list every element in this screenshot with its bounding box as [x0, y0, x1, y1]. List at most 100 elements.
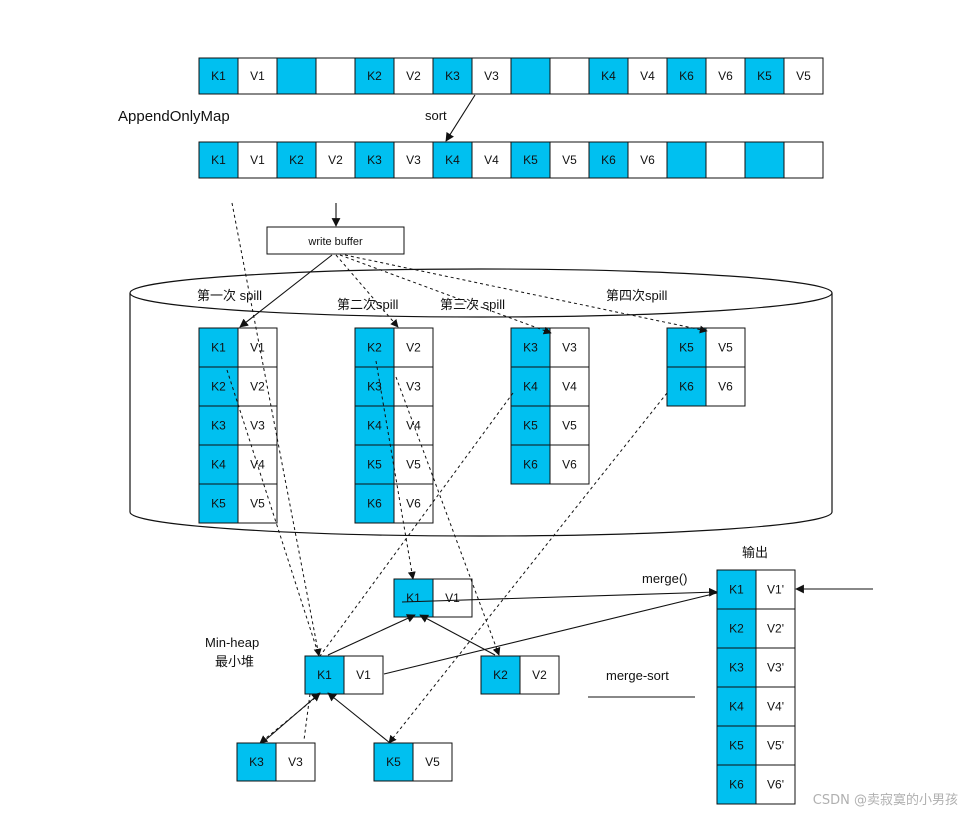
- write-buffer-label: write buffer: [307, 236, 363, 248]
- sorted-array-value-cell: [471, 141, 512, 179]
- heap-node-1-cell-label: V1: [445, 591, 460, 605]
- spill3-arrow: [339, 254, 552, 335]
- dash-spill2-k3: [395, 376, 501, 656]
- top-array-key-cell: [744, 57, 785, 95]
- top-array-key-cell: [666, 57, 707, 95]
- spill2-cell-label: V4: [406, 419, 421, 433]
- output-row-1-key-cell: [716, 569, 757, 610]
- spill2-cell-label: K3: [367, 380, 382, 394]
- output-row-5-cell-label: K5: [729, 739, 744, 753]
- dash-spill4: [388, 392, 668, 744]
- sorted-array-cell-label: K3: [367, 153, 382, 167]
- spill2-value-cell: [393, 405, 434, 446]
- heap-node-3-cell-label: K2: [493, 668, 508, 682]
- heap-node-2-key-cell: [304, 655, 345, 695]
- output-row-3-value-cell: [755, 647, 796, 688]
- dash-heap-k3: [259, 693, 321, 744]
- sort-label: sort: [425, 108, 447, 123]
- heap-node-5-value-cell: [412, 742, 453, 782]
- spill2-cell-label: K5: [367, 458, 382, 472]
- top-array-key-cell: [198, 57, 239, 95]
- sorted-array-cell-label: V5: [562, 153, 577, 167]
- sorted-array-cell-label: V3: [406, 153, 421, 167]
- sorted-array-cell-label: V2: [328, 153, 343, 167]
- dash-heap-down: [303, 693, 311, 741]
- spill4-key-cell: [666, 327, 707, 368]
- merge-arrow: [401, 587, 718, 603]
- heap-edge-right: [419, 614, 496, 656]
- merge-sort-label: merge-sort: [606, 668, 669, 683]
- spill1-value-cell: [237, 444, 278, 485]
- top-array-cell-label: K3: [445, 69, 460, 83]
- sorted-array-key-cell: [354, 141, 395, 179]
- heap-to-output-line: [383, 592, 718, 675]
- sorted-array-cell-label: K4: [445, 153, 460, 167]
- sorted-array-value-cell: [549, 141, 590, 179]
- spill2-cell-label: K2: [367, 341, 382, 355]
- output-row-6-cell-label: V6': [767, 778, 784, 792]
- spill3-label: 第三次 spill: [440, 297, 505, 312]
- sorted-array-cell-label: K1: [211, 153, 226, 167]
- top-array-cell-label: V2: [406, 69, 421, 83]
- sorted-array-value-cell: [393, 141, 434, 179]
- spill4-value-cell: [705, 366, 746, 407]
- spill4-arrow: [344, 254, 708, 334]
- spill1-key-cell: [198, 483, 239, 524]
- sorted-array-cell-label: K6: [601, 153, 616, 167]
- spill2-cell-label: K4: [367, 419, 382, 433]
- spill3-key-cell: [510, 405, 551, 446]
- top-array-cell-label: K4: [601, 69, 616, 83]
- dash-spill1: [226, 369, 320, 657]
- spill2-arrow: [335, 254, 399, 328]
- spill4-cell-label: K5: [679, 341, 694, 355]
- top-array-cell-label: V4: [640, 69, 655, 83]
- top-array-cell-label: V5: [796, 69, 811, 83]
- output-row-5-cell-label: V5': [767, 739, 784, 753]
- sorted-array-value-cell: [237, 141, 278, 179]
- top-array-cell-label: V1: [250, 69, 265, 83]
- spill3-value-cell: [549, 327, 590, 368]
- top-array-cell-label: K1: [211, 69, 226, 83]
- heap-node-4-value-cell: [275, 742, 316, 782]
- spill1-label: 第一次 spill: [197, 288, 262, 303]
- spill3-cell-label: K3: [523, 341, 538, 355]
- spill1-cell-label: K1: [211, 341, 226, 355]
- heap-node-1-cell-label: K1: [406, 591, 421, 605]
- output-row-3-cell-label: V3': [767, 661, 784, 675]
- merge-label: merge(): [642, 571, 688, 586]
- spill1-cell-label: K3: [211, 419, 226, 433]
- top-array-value-cell: [783, 57, 824, 95]
- minheap-en-label: Min-heap: [205, 635, 259, 650]
- dash-k1-to-heap: [231, 202, 322, 657]
- heap-node-4-key-cell: [236, 742, 277, 782]
- output-row-6-value-cell: [755, 764, 796, 805]
- spill2-key-cell: [354, 444, 395, 485]
- heap-node-5-key-cell: [373, 742, 414, 782]
- spill1-key-cell: [198, 327, 239, 368]
- dashed-arrows: [226, 202, 708, 744]
- output-row-6-cell-label: K6: [729, 778, 744, 792]
- spill2-key-cell: [354, 327, 395, 368]
- spill4-cell-label: V6: [718, 380, 733, 394]
- sorted-array-value-cell: [705, 141, 746, 179]
- spill3-value-cell: [549, 405, 590, 446]
- spill1-cell-label: V3: [250, 419, 265, 433]
- heap-node-2-cell-label: V1: [356, 668, 371, 682]
- heap-node-3-cell-label: V2: [532, 668, 547, 682]
- heap-edge-k5: [327, 692, 391, 744]
- output-row-4-cell-label: K4: [729, 700, 744, 714]
- write-buffer-box: write buffer: [266, 226, 405, 255]
- heap-node-4-cell-label: K3: [249, 755, 264, 769]
- spill3-cell-label: K4: [523, 380, 538, 394]
- spill3-cell-label: V4: [562, 380, 577, 394]
- sorted-array-cell-label: K2: [289, 153, 304, 167]
- spill3-value-cell: [549, 366, 590, 407]
- spill1-key-cell: [198, 366, 239, 407]
- spill4-value-cell: [705, 327, 746, 368]
- spill1-key-cell: [198, 444, 239, 485]
- spill2-key-cell: [354, 483, 395, 524]
- spill2-key-cell: [354, 405, 395, 446]
- output-row-1-value-cell: [755, 569, 796, 610]
